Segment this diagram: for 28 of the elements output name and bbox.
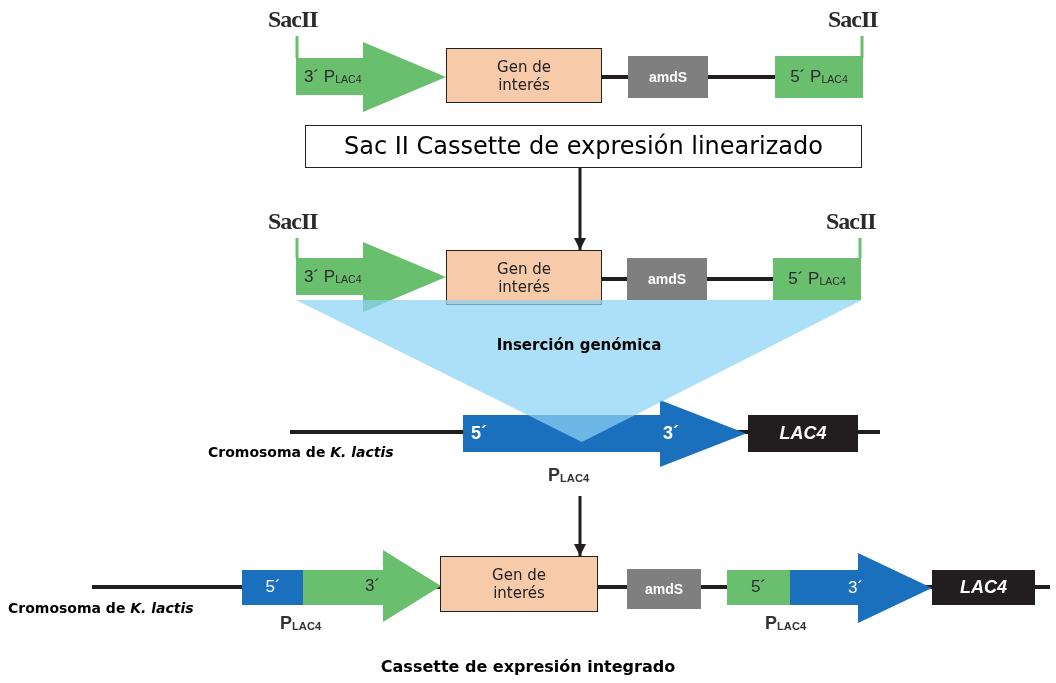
promoter-segment: 3´ [790,553,932,623]
three-prime-label: 3´ [663,422,679,445]
restriction-site-label: SacII [826,208,876,235]
chromosome-label: Cromosoma de K. lactis [8,600,194,616]
marker-box: amdS [627,569,701,609]
arrow [574,168,586,250]
caption: Cassette de expresión integrado [379,657,677,676]
gene-box: LAC4 [748,415,858,452]
restriction-site-label: SacII [828,6,878,33]
chromosome-label: Cromosoma de K. lactis [208,444,394,460]
gene-box: Gen de interés [446,48,602,103]
restriction-site-label: SacII [268,6,318,33]
promoter-box: 5´ [727,570,790,605]
marker-box: amdS [628,56,708,98]
arrow [574,496,586,556]
dna-line [707,277,773,281]
gene-box: LAC4 [932,570,1035,605]
title-box: Sac II Cassette de expresión linearizado [305,125,862,168]
promoter-segment [463,400,746,467]
promoter-box: 5´ [242,570,304,605]
promoter-segment: 3´ [303,550,441,622]
dna-line [708,75,775,79]
five-prime-label: 5´ [471,422,487,445]
dna-line [602,75,628,79]
dna-line [602,277,627,281]
marker-box: amdS [627,258,707,300]
gene-box: Gen de interés [440,556,598,612]
restriction-site-label: SacII [268,208,318,235]
